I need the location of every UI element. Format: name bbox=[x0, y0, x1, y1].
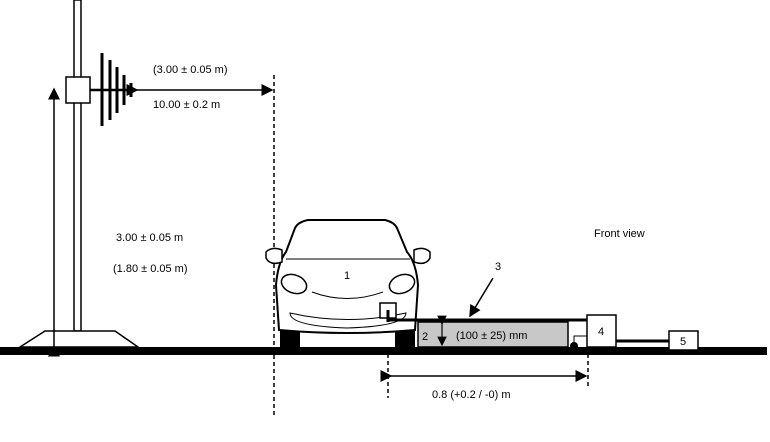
view-title: Front view bbox=[594, 228, 645, 240]
component-3-pointer bbox=[469, 277, 494, 318]
antenna-icon bbox=[90, 53, 135, 126]
component-4-label: 4 bbox=[598, 326, 604, 338]
component-3-label: 3 bbox=[495, 261, 501, 273]
vehicle-label: 1 bbox=[344, 270, 350, 282]
block-height-label: (100 ± 25) mm bbox=[456, 330, 527, 342]
harness-distance-label: 0.8 (+0.2 / -0) m bbox=[432, 389, 511, 401]
component-2-label: 2 bbox=[422, 331, 428, 343]
component-5-box bbox=[668, 330, 699, 351]
antenna-mast bbox=[17, 0, 141, 348]
antenna-height-alt-label: (1.80 ± 0.05 m) bbox=[113, 263, 188, 275]
component-4-box bbox=[586, 314, 617, 348]
ground-plane bbox=[0, 347, 767, 355]
component-5-label: 5 bbox=[680, 336, 686, 348]
antenna-distance-alt-label: (3.00 ± 0.05 m) bbox=[153, 64, 228, 76]
vehicle-front bbox=[265, 219, 431, 348]
antenna-height-label: 3.00 ± 0.05 m bbox=[116, 232, 183, 244]
antenna-distance-label: 10.00 ± 0.2 m bbox=[153, 99, 220, 111]
